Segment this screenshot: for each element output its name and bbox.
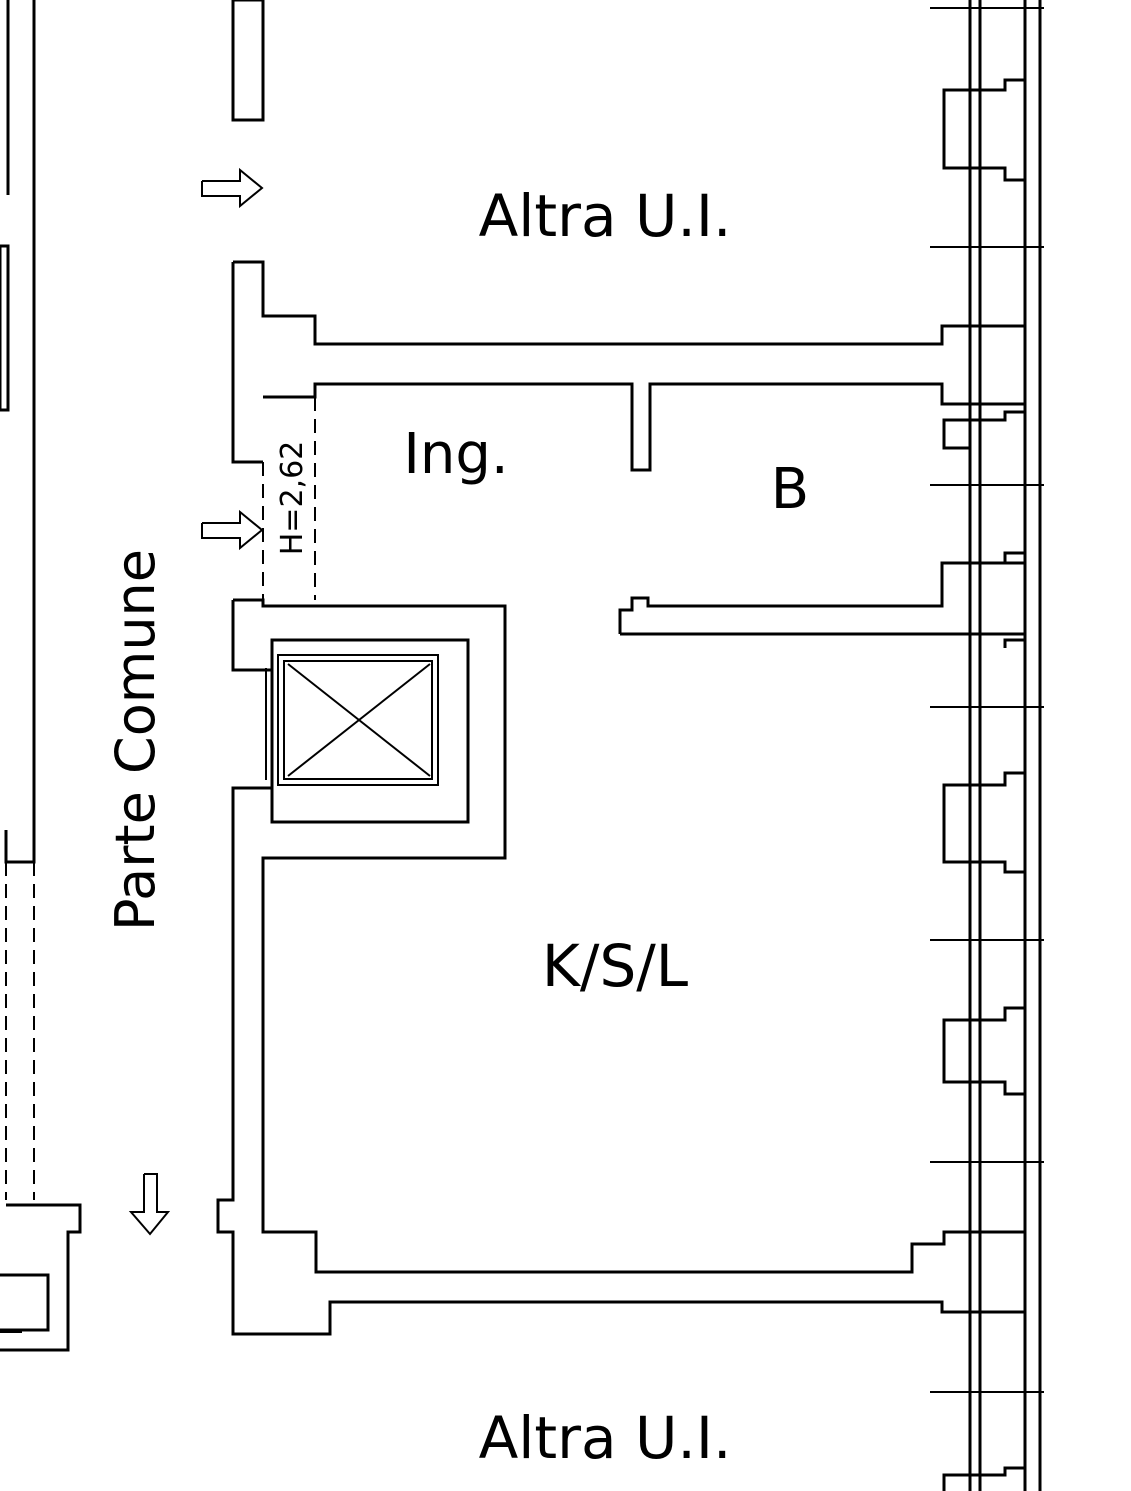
- arrow-down-icon: [128, 1173, 171, 1236]
- corridor-wall: [216, 0, 1025, 1336]
- room-label-entrance: Ing.: [403, 422, 508, 487]
- entrance-door: [262, 397, 316, 600]
- arrow-right-icon: [201, 509, 264, 551]
- room-label-lower-unit: Altra U.I.: [479, 1404, 732, 1472]
- arrow-right-icon: [201, 167, 264, 209]
- room-label-upper-unit: Altra U.I.: [479, 182, 732, 250]
- exterior-facade: [930, 0, 1044, 1491]
- room-label-kitchen-living: K/S/L: [542, 932, 688, 1000]
- ceiling-height-label: H=2,62: [275, 441, 310, 556]
- common-area-label: Parte Comune: [104, 549, 167, 931]
- elevator-shaft-icon: [265, 638, 470, 824]
- room-label-bathroom: B: [771, 457, 809, 522]
- left-edge-structure: [0, 0, 82, 1352]
